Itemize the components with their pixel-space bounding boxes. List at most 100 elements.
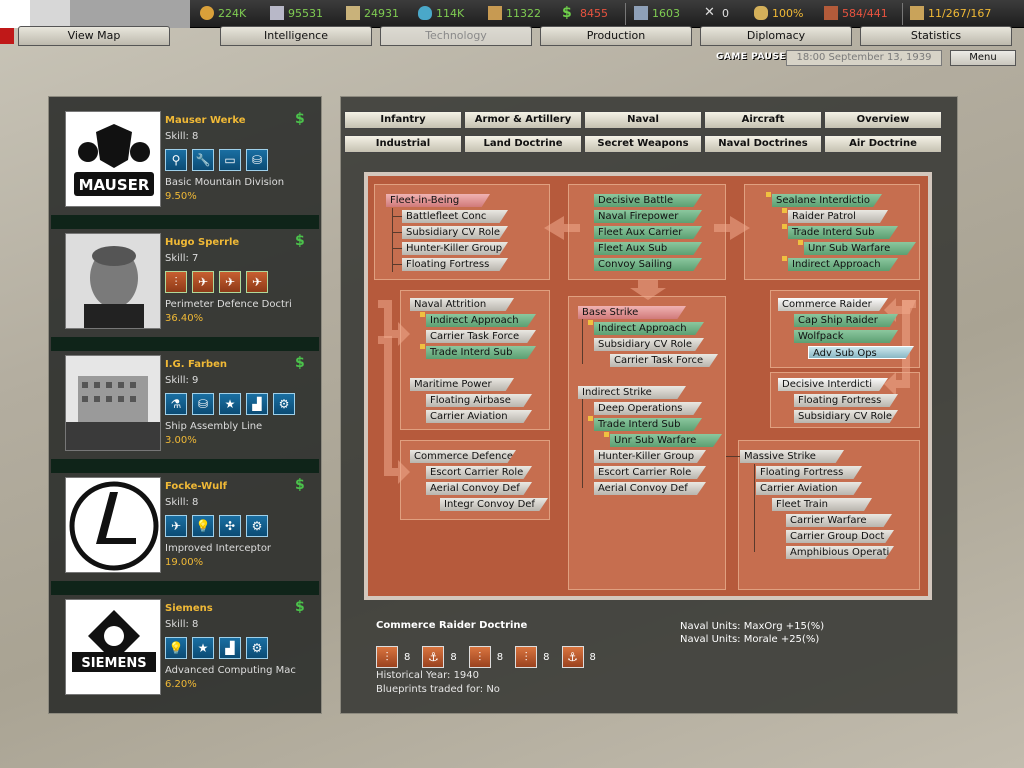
metal-resource[interactable]: 95531 <box>270 6 323 20</box>
tech-team-focke-wulf[interactable]: Focke-Wulf Skill: 8 $ ✈ 💡 ✣ ⚙ Improved I… <box>51 463 319 573</box>
ic-resource[interactable]: 584/441 <box>824 6 888 20</box>
tab-infantry[interactable]: Infantry <box>344 111 462 129</box>
tab-production[interactable]: Production <box>540 26 692 46</box>
tech-unr-sub-warfare[interactable]: Unr Sub Warfare <box>610 434 722 447</box>
money-icon: $ <box>295 355 305 371</box>
requirement: ⫶8 <box>468 646 503 668</box>
tab-air-doctrine[interactable]: Air Doctrine <box>824 135 942 153</box>
tech-battlefleet-conc[interactable]: Battlefleet Conc <box>402 210 508 223</box>
tab-naval-doctrines[interactable]: Naval Doctrines <box>704 135 822 153</box>
team-skill: Skill: 8 <box>165 619 199 630</box>
tech-trade-interd-sub[interactable]: Trade Interd Sub <box>788 226 898 239</box>
tech-trade-interd-sub[interactable]: Trade Interd Sub <box>426 346 536 359</box>
escorts-resource[interactable]: 11/267/167 <box>910 6 991 20</box>
tech-carrier-group-doct[interactable]: Carrier Group Doct <box>786 530 894 543</box>
tech-integr-convoy-def[interactable]: Integr Convoy Def <box>440 498 548 511</box>
tech-indirect-approach[interactable]: Indirect Approach <box>426 314 536 327</box>
tech-subsidiary-cv-role[interactable]: Subsidiary CV Role <box>794 410 898 423</box>
tech-floating-fortress[interactable]: Floating Fortress <box>794 394 898 407</box>
tech-team-mauser[interactable]: MAUSER Mauser Werke Skill: 8 $ ⚲ 🔧 ▭ ⛁ B… <box>51 97 319 207</box>
tech-cap-ship-raider[interactable]: Cap Ship Raider <box>794 314 898 327</box>
historical-year: Historical Year: 1940 <box>376 670 480 681</box>
tech-naval-firepower[interactable]: Naval Firepower <box>594 210 702 223</box>
money-icon: $ <box>295 477 305 493</box>
tech-unr-sub-warfare[interactable]: Unr Sub Warfare <box>804 242 916 255</box>
tech-floating-fortress[interactable]: Floating Fortress <box>402 258 508 271</box>
tech-deep-operations[interactable]: Deep Operations <box>594 402 702 415</box>
team-skill: Skill: 7 <box>165 253 199 264</box>
tab-naval[interactable]: Naval <box>584 111 702 129</box>
tech-amphibious-operations[interactable]: Amphibious Operati <box>786 546 894 559</box>
oil-resource[interactable]: 114K <box>418 6 464 20</box>
tab-industrial[interactable]: Industrial <box>344 135 462 153</box>
team-progress: 6.20% <box>165 679 197 690</box>
supplies-resource[interactable]: 11322 <box>488 6 541 20</box>
tab-armor-artillery[interactable]: Armor & Artillery <box>464 111 582 129</box>
game-paused-label: GAME PAUSED <box>716 52 794 62</box>
tech-decisive-interdiction[interactable]: Decisive Interdicti <box>778 378 888 391</box>
team-name: Siemens <box>165 603 213 614</box>
tree-arrows <box>378 216 916 484</box>
tech-floating-airbase[interactable]: Floating Airbase <box>426 394 532 407</box>
air-doctrine-icon: ✈ <box>246 271 268 293</box>
tech-hunter-killer-group[interactable]: Hunter-Killer Group <box>402 242 508 255</box>
tech-indirect-approach[interactable]: Indirect Approach <box>788 258 898 271</box>
tech-carrier-aviation[interactable]: Carrier Aviation <box>426 410 532 423</box>
tech-indirect-approach[interactable]: Indirect Approach <box>594 322 704 335</box>
tech-base-strike[interactable]: Base Strike <box>578 306 686 319</box>
tech-carrier-task-force[interactable]: Carrier Task Force <box>610 354 718 367</box>
tech-team-sperrle[interactable]: Hugo Sperrle Skill: 7 $ ⫶ ✈ ✈ ✈ Perimete… <box>51 219 319 329</box>
tech-carrier-warfare[interactable]: Carrier Warfare <box>786 514 892 527</box>
tech-indirect-strike[interactable]: Indirect Strike <box>578 386 686 399</box>
tech-team-siemens[interactable]: SIEMENS Siemens Skill: 8 $ 💡 ★ ▟ ⚙ Advan… <box>51 585 319 695</box>
tech-commerce-raider[interactable]: Commerce Raider <box>778 298 888 311</box>
escorts-icon <box>910 6 924 20</box>
tech-escort-carrier-role[interactable]: Escort Carrier Role <box>594 466 706 479</box>
tech-escort-carrier-role[interactable]: Escort Carrier Role <box>426 466 532 479</box>
tech-floating-fortress[interactable]: Floating Fortress <box>756 466 862 479</box>
team-portrait-sperrle <box>65 233 161 329</box>
tech-decisive-battle[interactable]: Decisive Battle <box>594 194 702 207</box>
transports-resource[interactable]: ✕0 <box>704 5 729 20</box>
selected-tech-title: Commerce Raider Doctrine <box>376 620 528 631</box>
tech-convoy-sailing[interactable]: Convoy Sailing <box>594 258 702 271</box>
tech-team-ig-farben[interactable]: I.G. Farben Skill: 9 $ ⚗ ⛁ ★ ▟ ⚙ Ship As… <box>51 341 319 451</box>
tech-fleet-in-being[interactable]: Fleet-in-Being <box>386 194 490 207</box>
tab-overview[interactable]: Overview <box>824 111 942 129</box>
tech-carrier-task-force[interactable]: Carrier Task Force <box>426 330 536 343</box>
tech-subsidiary-cv-role[interactable]: Subsidiary CV Role <box>594 338 704 351</box>
tech-fleet-train[interactable]: Fleet Train <box>772 498 872 511</box>
tech-hunter-killer-group[interactable]: Hunter-Killer Group <box>594 450 706 463</box>
tech-fleet-aux-carrier[interactable]: Fleet Aux Carrier <box>594 226 702 239</box>
tech-naval-attrition[interactable]: Naval Attrition <box>410 298 514 311</box>
tech-carrier-aviation[interactable]: Carrier Aviation <box>756 482 862 495</box>
requirement: ⚓8 <box>422 646 457 668</box>
tab-diplomacy[interactable]: Diplomacy <box>700 26 852 46</box>
tech-massive-strike[interactable]: Massive Strike <box>740 450 844 463</box>
dissent-resource[interactable]: 100% <box>754 6 803 20</box>
rare-materials-resource[interactable]: 24931 <box>346 6 399 20</box>
money-resource[interactable]: $8455 <box>562 5 608 21</box>
tech-sealane-interdiction[interactable]: Sealane Interdictio <box>772 194 882 207</box>
tab-technology[interactable]: Technology <box>380 26 532 46</box>
tech-wolfpack[interactable]: Wolfpack <box>794 330 898 343</box>
tab-view-map[interactable]: View Map <box>18 26 170 46</box>
tab-intelligence[interactable]: Intelligence <box>220 26 372 46</box>
energy-resource[interactable]: 224K <box>200 6 246 20</box>
tech-trade-interd-sub[interactable]: Trade Interd Sub <box>594 418 702 431</box>
tech-raider-patrol[interactable]: Raider Patrol <box>788 210 888 223</box>
tech-fleet-aux-sub[interactable]: Fleet Aux Sub <box>594 242 702 255</box>
tech-commerce-defence[interactable]: Commerce Defence <box>410 450 516 463</box>
tab-land-doctrine[interactable]: Land Doctrine <box>464 135 582 153</box>
tech-aerial-convoy-def[interactable]: Aerial Convoy Def <box>594 482 706 495</box>
tech-adv-sub-ops[interactable]: Adv Sub Ops <box>808 346 914 359</box>
tech-maritime-power[interactable]: Maritime Power <box>410 378 514 391</box>
mountain-infantry-icon: ⚲ <box>165 149 187 171</box>
menu-button[interactable]: Menu <box>950 50 1016 66</box>
manpower-resource[interactable]: 1603 <box>634 6 680 20</box>
tech-subsidiary-cv-role[interactable]: Subsidiary CV Role <box>402 226 508 239</box>
tech-aerial-convoy-def[interactable]: Aerial Convoy Def <box>426 482 532 495</box>
tab-secret-weapons[interactable]: Secret Weapons <box>584 135 702 153</box>
tab-aircraft[interactable]: Aircraft <box>704 111 822 129</box>
tab-statistics[interactable]: Statistics <box>860 26 1012 46</box>
